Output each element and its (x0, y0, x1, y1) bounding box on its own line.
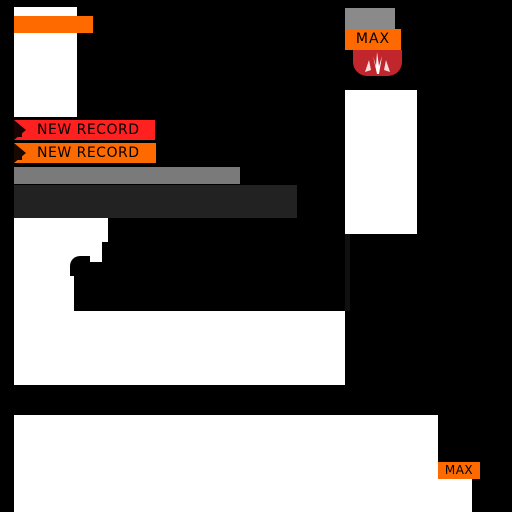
record-arrow-icon (14, 120, 26, 140)
progress-bar-dark (14, 185, 297, 218)
top-left-accent-bar (14, 16, 93, 33)
progress-bar-gray (14, 167, 240, 184)
new-record-tag-red: NEW RECORD (14, 120, 155, 140)
content-panel-upper (14, 218, 108, 242)
vertical-divider (345, 234, 350, 311)
panel-notch (70, 256, 90, 276)
record-arrow-icon (14, 143, 26, 163)
content-panel-lower (14, 262, 74, 311)
new-record-label: NEW RECORD (37, 145, 140, 161)
right-side-panel (345, 90, 417, 234)
max-badge-top: MAX (345, 29, 401, 50)
bottom-panel-extension (438, 479, 472, 512)
main-content-panel (14, 311, 345, 385)
flame-emblem-icon (353, 50, 402, 76)
top-right-gray-block (345, 8, 395, 29)
new-record-label: NEW RECORD (37, 122, 140, 138)
max-badge-bottom: MAX (438, 462, 480, 479)
bottom-panel (14, 415, 438, 512)
new-record-tag-orange: NEW RECORD (14, 143, 156, 163)
